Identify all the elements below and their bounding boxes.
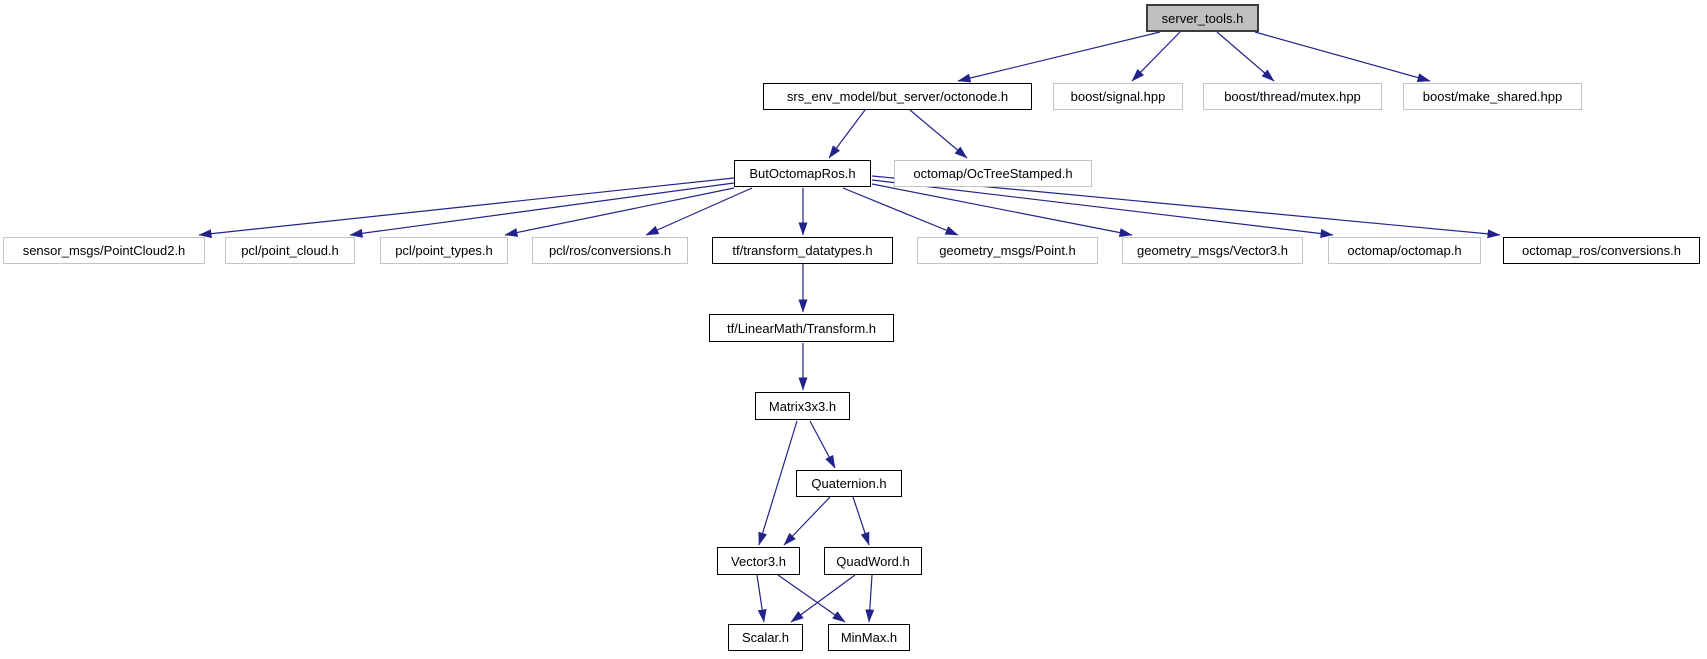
node-tf_transform_datatypes[interactable]: tf/transform_datatypes.h xyxy=(712,237,893,264)
node-geometry_vector3: geometry_msgs/Vector3.h xyxy=(1122,237,1303,264)
edge-quaternion-to-vector3 xyxy=(783,496,831,546)
node-octonode[interactable]: srs_env_model/but_server/octonode.h xyxy=(763,83,1032,110)
edge-butoctomapros-to-pcl_point_types xyxy=(504,187,735,237)
edge-vector3-to-scalar xyxy=(756,574,767,623)
edge-butoctomapros-to-geometry_point xyxy=(842,187,959,236)
edge-quaternion-to-quadword xyxy=(852,496,870,546)
node-boost_mutex: boost/thread/mutex.hpp xyxy=(1203,83,1382,110)
edge-server_tools-to-boost_mutex xyxy=(1216,31,1275,82)
node-boost_make_shared: boost/make_shared.hpp xyxy=(1403,83,1582,110)
node-vector3[interactable]: Vector3.h xyxy=(717,547,800,575)
node-octomap_ros_conversions[interactable]: octomap_ros/conversions.h xyxy=(1503,237,1700,264)
edge-matrix3x3-to-quaternion xyxy=(809,420,836,469)
edge-vector3-to-minmax xyxy=(777,574,846,623)
edge-server_tools-to-octonode xyxy=(957,31,1161,83)
node-geometry_point: geometry_msgs/Point.h xyxy=(917,237,1098,264)
node-octreestamped: octomap/OcTreeStamped.h xyxy=(894,160,1092,187)
node-tf_transform[interactable]: tf/LinearMath/Transform.h xyxy=(709,314,894,342)
node-pointcloud2: sensor_msgs/PointCloud2.h xyxy=(3,237,205,264)
edge-quadword-to-minmax xyxy=(865,574,875,623)
edge-quadword-to-scalar xyxy=(790,574,856,623)
edge-butoctomapros-to-geometry_vector3 xyxy=(871,183,1133,238)
edge-matrix3x3-to-vector3 xyxy=(758,420,798,546)
node-pcl_ros_conversions: pcl/ros/conversions.h xyxy=(532,237,688,264)
node-boost_signal: boost/signal.hpp xyxy=(1053,83,1183,110)
node-minmax[interactable]: MinMax.h xyxy=(828,624,910,651)
node-octomap_octomap: octomap/octomap.h xyxy=(1328,237,1481,264)
edge-butoctomapros-to-pcl_point_cloud xyxy=(349,182,735,238)
node-quaternion[interactable]: Quaternion.h xyxy=(796,470,902,497)
edge-butoctomapros-to-pcl_ros_conversions xyxy=(645,187,753,236)
edge-butoctomapros-to-octomap_octomap xyxy=(871,179,1334,238)
node-matrix3x3[interactable]: Matrix3x3.h xyxy=(755,392,850,420)
node-pcl_point_cloud: pcl/point_cloud.h xyxy=(225,237,355,264)
node-butoctomapros[interactable]: ButOctomapRos.h xyxy=(734,160,871,187)
node-scalar[interactable]: Scalar.h xyxy=(728,624,803,651)
edge-octonode-to-butoctomapros xyxy=(828,109,866,159)
node-server_tools[interactable]: server_tools.h xyxy=(1146,4,1259,32)
edge-octonode-to-octreestamped xyxy=(909,109,968,159)
node-quadword[interactable]: QuadWord.h xyxy=(824,547,922,575)
edge-butoctomapros-to-pointcloud2 xyxy=(198,177,735,239)
edge-server_tools-to-boost_make_shared xyxy=(1254,31,1431,82)
edge-server_tools-to-boost_signal xyxy=(1131,31,1181,82)
node-pcl_point_types: pcl/point_types.h xyxy=(380,237,508,264)
